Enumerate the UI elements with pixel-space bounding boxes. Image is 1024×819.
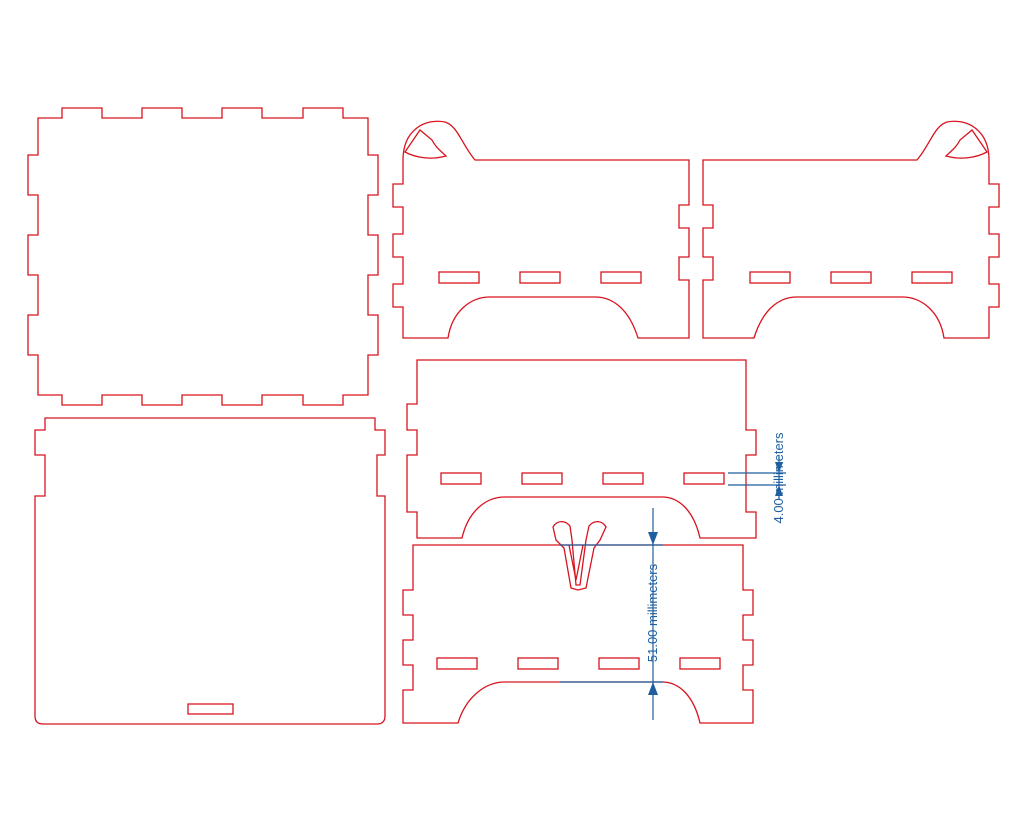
thickness-arrow [775, 485, 783, 496]
height-arrow [648, 682, 658, 695]
side-panel-right-slot [830, 271, 872, 284]
side-panel-right-slot [749, 271, 791, 284]
side-panel-right-slot [911, 271, 953, 284]
top-panel [27, 107, 379, 406]
front-panel-slot [602, 472, 644, 485]
back-panel-slot [598, 657, 640, 670]
latch-clip-gap [568, 544, 584, 581]
height-dimension-label: 51.00 millimeters [645, 563, 660, 662]
back-panel-slot [679, 657, 721, 670]
side-panel-right-handle-hole [944, 129, 988, 159]
side-panel-left-slot [438, 271, 480, 284]
thickness-dimension-label: 4.00 millimeters [771, 432, 786, 524]
thickness-arrow [775, 462, 783, 473]
side-panel-left [392, 120, 690, 339]
side-panel-left-slot [600, 271, 642, 284]
side-panel-left-slot [519, 271, 561, 284]
back-panel-slot [436, 657, 478, 670]
front-panel-slot [683, 472, 725, 485]
side-panel-right [702, 120, 1000, 339]
bottom-panel-slot [187, 703, 234, 715]
front-panel [406, 359, 757, 539]
bottom-panel [34, 417, 386, 725]
front-panel-slot [440, 472, 482, 485]
side-panel-left-handle-hole [404, 129, 448, 159]
back-panel-slot [517, 657, 559, 670]
front-panel-slot [521, 472, 563, 485]
height-arrow [648, 532, 658, 545]
latch-clip [552, 520, 607, 591]
